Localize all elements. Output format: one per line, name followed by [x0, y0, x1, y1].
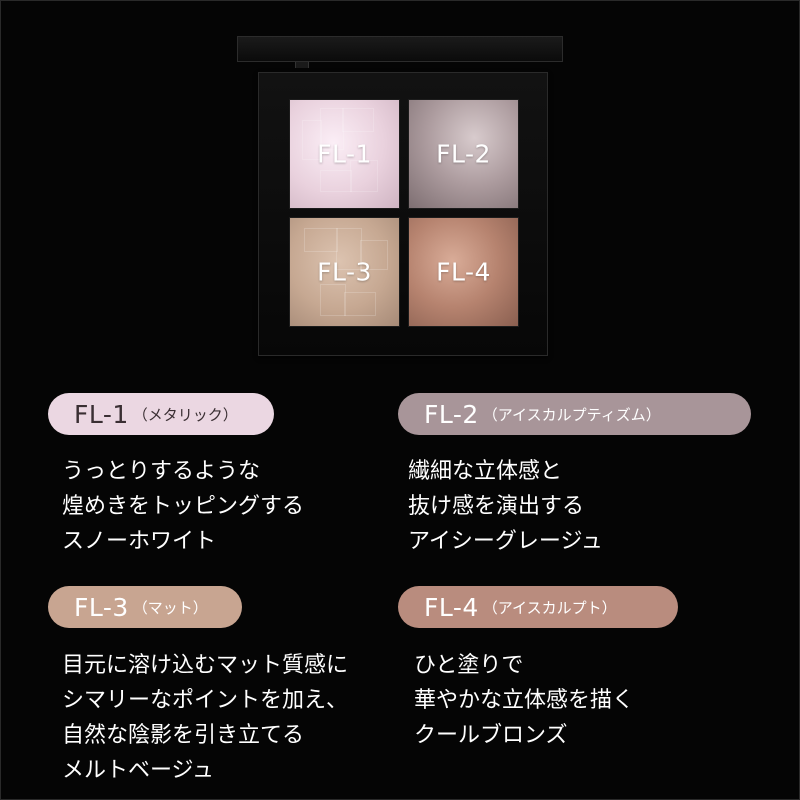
shade-pill-fl-2: FL-2 （アイスカルプティズム） [398, 393, 751, 435]
pan-label: FL-4 [436, 257, 491, 287]
shade-description-fl-4: ひと塗りで 華やかな立体感を描く クールブロンズ [414, 648, 634, 753]
embossed-pattern [290, 218, 399, 326]
eyeshadow-pan-fl-2: FL-2 [408, 99, 519, 209]
shade-code: FL-4 [424, 592, 479, 622]
shade-pill-fl-3: FL-3 （マット） [48, 586, 242, 628]
shade-code: FL-2 [424, 399, 479, 429]
description-line: シマリーなポイントを加え、 [62, 688, 349, 713]
pan-label: FL-2 [436, 139, 491, 169]
description-line: 自然な陰影を引き立てる [62, 723, 305, 748]
description-line: うっとりするような [62, 459, 261, 484]
shade-code: FL-3 [74, 592, 129, 622]
pan-label: FL-3 [317, 257, 372, 287]
shade-finish: （アイスカルプティズム） [482, 405, 661, 424]
eyeshadow-pan-fl-3: FL-3 [289, 217, 400, 327]
embossed-pattern [290, 100, 399, 208]
shade-description-fl-2: 繊細な立体感と 抜け感を演出する アイシーグレージュ [408, 454, 603, 559]
shade-pill-fl-4: FL-4 （アイスカルプト） [398, 586, 678, 628]
shade-description-fl-1: うっとりするような 煌めきをトッピングする スノーホワイト [62, 454, 304, 559]
shade-pill-fl-1: FL-1 （メタリック） [48, 393, 274, 435]
shade-code: FL-1 [74, 399, 129, 429]
description-line: ひと塗りで [414, 653, 524, 678]
pan-label: FL-1 [317, 139, 372, 169]
description-line: アイシーグレージュ [408, 529, 603, 554]
description-line: クールブロンズ [414, 723, 568, 748]
description-line: 目元に溶け込むマット質感に [62, 653, 349, 678]
description-line: 繊細な立体感と [408, 459, 563, 484]
shade-finish: （アイスカルプト） [482, 598, 617, 617]
description-line: 華やかな立体感を描く [414, 688, 635, 713]
palette-hinge [295, 62, 309, 68]
eyeshadow-pan-fl-4: FL-4 [408, 217, 519, 327]
palette-lid [237, 36, 563, 62]
description-line: スノーホワイト [62, 529, 217, 554]
eyeshadow-pan-fl-1: FL-1 [289, 99, 400, 209]
shade-description-fl-3: 目元に溶け込むマット質感に シマリーなポイントを加え、 自然な陰影を引き立てる … [62, 648, 348, 788]
description-line: メルトベージュ [62, 758, 215, 783]
shade-finish: （メタリック） [132, 405, 238, 424]
description-line: 抜け感を演出する [408, 494, 585, 519]
shade-finish: （マット） [132, 598, 208, 617]
description-line: 煌めきをトッピングする [62, 494, 305, 519]
